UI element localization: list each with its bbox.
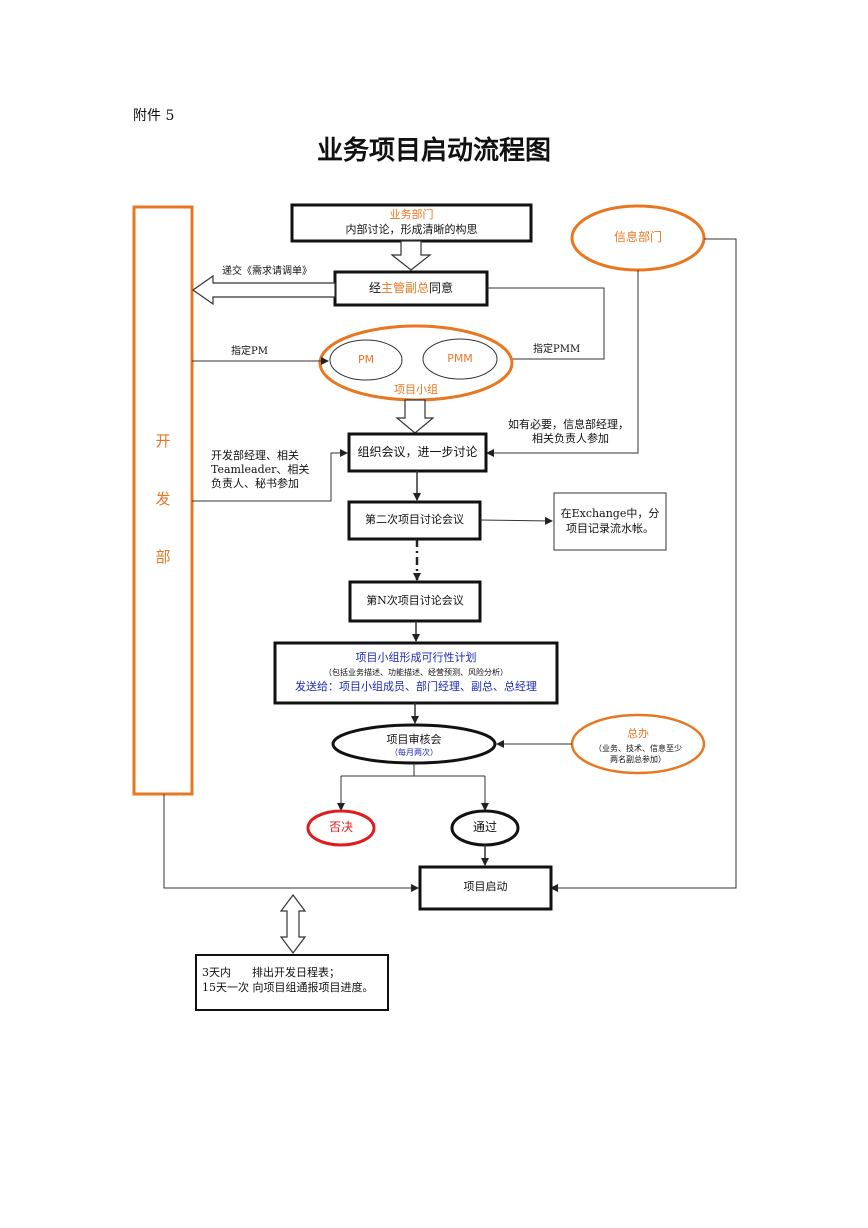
approval-box: [333, 270, 489, 307]
assign-pm-label: 指定PM: [231, 346, 268, 357]
nth-meeting-box: [348, 580, 482, 623]
info-dept-label: 信息部门: [613, 230, 662, 244]
dev-dept-char-1: 开: [155, 432, 171, 450]
approval-label: 经主管副总同意: [335, 281, 487, 296]
dev-note-line-3: 负责人、秘书参加: [211, 477, 299, 490]
info-note-line-2: 相关负责人参加: [532, 432, 609, 445]
hollow-arrow-business-to-approval: [390, 240, 432, 271]
pm-ellipse: [329, 339, 403, 381]
feasibility-box: [273, 641, 559, 705]
pmm-label: PMM: [447, 352, 473, 365]
exchange-note-box: [553, 492, 667, 551]
general-office-note-1: （业务、技术、信息至少: [594, 744, 682, 753]
nth-meeting-label: 第N次项目讨论会议: [366, 594, 464, 607]
dev-dept-char-2: 发: [155, 490, 171, 508]
connector-second-to-exchange: [479, 516, 553, 525]
hollow-arrow-team-to-meeting: [395, 399, 435, 434]
connector-dev-to-launch: [163, 794, 419, 892]
page-title: 业务项目启动流程图: [316, 136, 551, 166]
feasibility-recipients: 发送给：项目小组成员、部门经理、副总、总经理: [295, 680, 537, 693]
dev-note-line-1: 开发部经理、相关: [211, 449, 299, 462]
attachment-label: 附件 5: [133, 108, 175, 124]
org-meeting-label: 组织会议，进一步讨论: [357, 445, 478, 459]
second-meeting-label: 第二次项目讨论会议: [365, 513, 464, 526]
general-office-title: 总办: [627, 727, 649, 740]
approval-highlight: 主管副总: [380, 281, 429, 295]
general-office-note-2: 两名副总参加）: [610, 755, 666, 764]
project-team-label: 项目小组: [394, 383, 438, 396]
submit-request-label: 递交《需求请调单》: [222, 266, 312, 277]
launch-box: [418, 865, 553, 911]
connector-approval-to-pmm: [487, 287, 605, 363]
schedule-note-box: [195, 954, 389, 1011]
dev-dept-char-3: 部: [155, 548, 171, 566]
pmm-ellipse: [422, 338, 498, 380]
business-dept-title: 业务部门: [389, 208, 434, 221]
approval-suffix: 同意: [429, 281, 454, 295]
assign-pmm-label: 指定PMM: [533, 344, 581, 355]
approval-prefix: 经: [368, 281, 381, 295]
reject-label: 否决: [328, 820, 353, 834]
feasibility-contents: （包括业务描述、功能描述、经营预测、风险分析）: [324, 668, 508, 677]
dev-note-line-2: Teamleader、相关: [211, 463, 310, 476]
review-title: 项目审核会: [386, 733, 442, 746]
hollow-arrow-submit-request: [191, 274, 336, 306]
schedule-note-line-2: 15天一次 向项目组通报项目进度。: [202, 981, 374, 994]
review-frequency: （每月两次）: [390, 748, 438, 757]
exchange-note-line-2: 项目记录流水帐。: [566, 522, 654, 535]
info-note-line-1: 如有必要，信息部经理，: [508, 418, 629, 431]
schedule-note-line-1: 3天内 排出开发日程表；: [202, 966, 340, 979]
exchange-note-line-1: 在Exchange中，分: [560, 507, 660, 520]
org-meeting-box: [347, 432, 488, 473]
pass-label: 通过: [472, 820, 497, 834]
connector-info-to-launch: [550, 238, 737, 892]
hollow-double-arrow-launch-schedule: [279, 894, 307, 954]
reject-ellipse: [306, 809, 376, 847]
launch-label: 项目启动: [463, 880, 508, 893]
business-dept-subtitle: 内部讨论，形成清晰的构思: [345, 223, 478, 236]
connector-dev-note-to-meeting: [192, 449, 348, 502]
dev-dept-bar: [132, 205, 194, 796]
connector-info-to-org-meeting: [486, 270, 639, 457]
feasibility-title: 项目小组形成可行性计划: [355, 651, 477, 664]
pm-label: PM: [357, 353, 375, 366]
